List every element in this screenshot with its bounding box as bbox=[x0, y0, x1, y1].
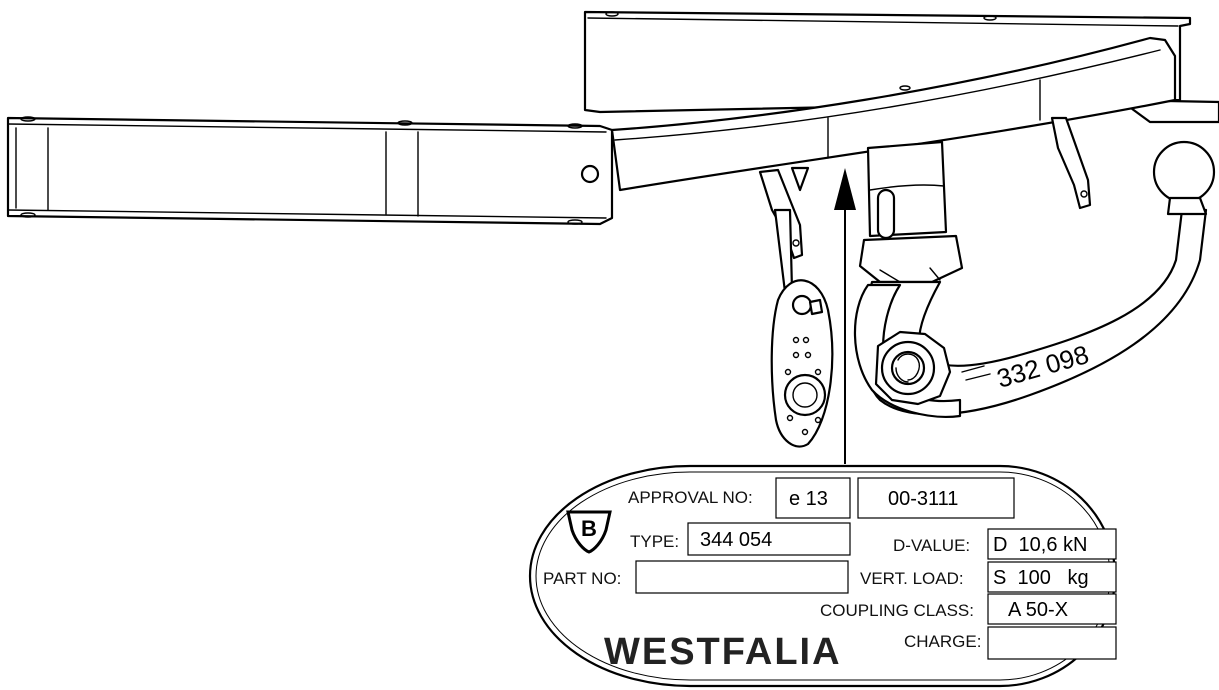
coupling-housing bbox=[858, 140, 964, 284]
curved-main-beam bbox=[610, 36, 1177, 192]
right-hanger-bracket bbox=[1050, 116, 1092, 210]
approval-label: APPROVAL NO: bbox=[628, 488, 753, 507]
coupling-class-box bbox=[987, 593, 1117, 625]
coupling-class-label: COUPLING CLASS: bbox=[820, 601, 974, 620]
type-plate: APPROVAL NO: e 13 00-3111 B TYPE: 344 05… bbox=[528, 464, 1117, 688]
type-label: TYPE: bbox=[630, 532, 679, 551]
brand-logo: WESTFALIA bbox=[604, 631, 842, 673]
part-no-label: PART NO: bbox=[543, 569, 621, 588]
svg-text:B: B bbox=[581, 516, 597, 541]
left-cross-beam bbox=[6, 116, 614, 226]
approval-prefix-value: e 13 bbox=[789, 488, 828, 510]
pointer-arrow bbox=[834, 168, 856, 464]
type-value: 344 054 bbox=[700, 529, 772, 551]
type-value-box bbox=[687, 522, 851, 556]
charge-box bbox=[987, 626, 1117, 660]
b-badge-icon: B bbox=[566, 510, 612, 554]
charge-label: CHARGE: bbox=[904, 632, 981, 651]
vert-load-box bbox=[987, 561, 1117, 593]
locking-handwheel bbox=[874, 330, 952, 406]
dvalue-value: D 10,6 kN bbox=[993, 534, 1087, 556]
approval-number-box bbox=[857, 477, 1015, 519]
vert-load-label: VERT. LOAD: bbox=[860, 569, 964, 588]
approval-prefix-box bbox=[775, 477, 851, 519]
dvalue-label: D-VALUE: bbox=[893, 536, 970, 555]
vert-load-value: S 100 kg bbox=[993, 567, 1089, 589]
coupling-class-value: A 50-X bbox=[1008, 599, 1068, 621]
approval-number-value: 00-3111 bbox=[888, 488, 958, 510]
dvalue-box bbox=[987, 528, 1117, 560]
part-no-box bbox=[635, 560, 849, 594]
socket-plate bbox=[770, 208, 834, 448]
